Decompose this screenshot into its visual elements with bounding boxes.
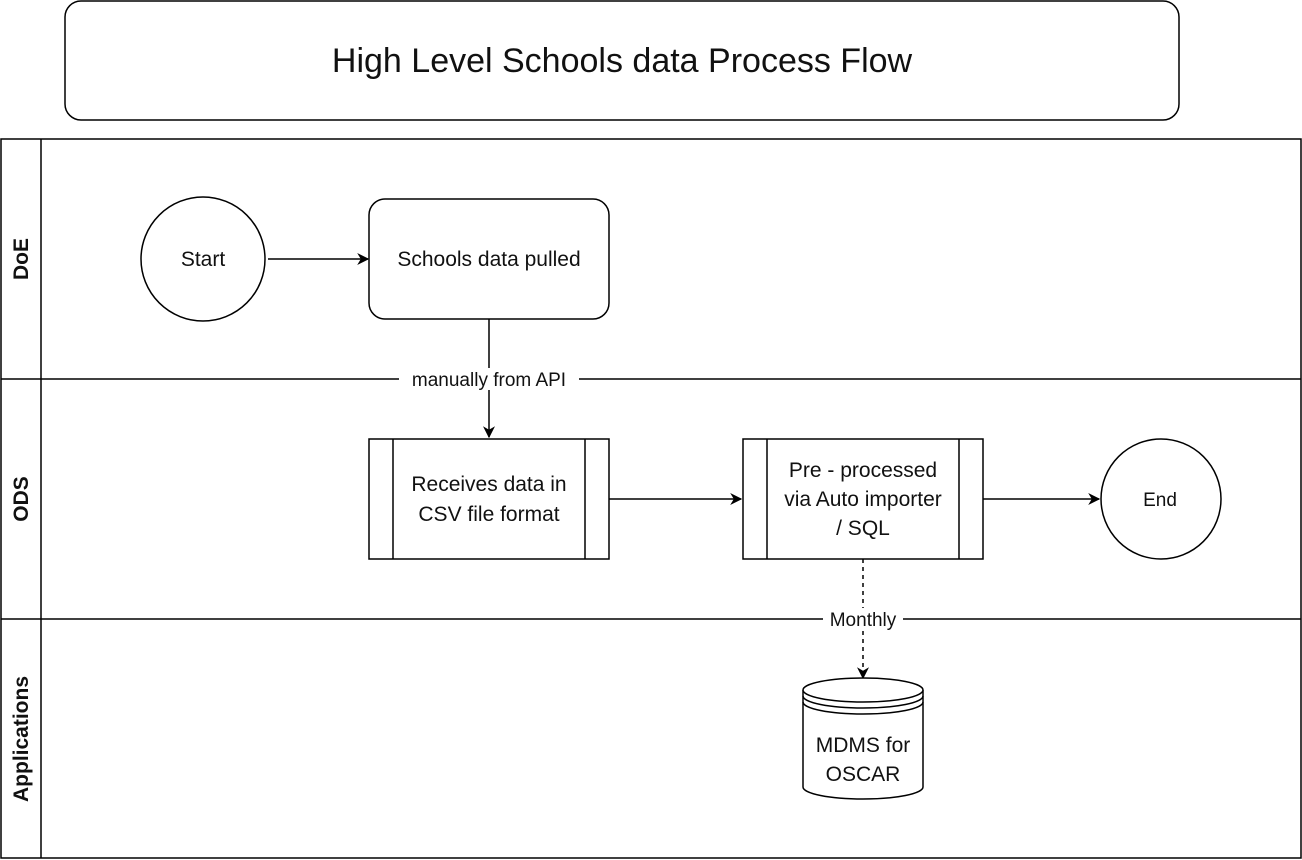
pre-processed-node: Pre - processed via Auto importer / SQL	[742, 438, 984, 560]
svg-text:Pre - processed: Pre - processed	[789, 459, 937, 482]
end-node: End	[1100, 438, 1222, 560]
title-box: High Level Schools data Process Flow	[64, 0, 1180, 121]
svg-text:Schools data pulled: Schools data pulled	[397, 248, 580, 271]
schools-data-pulled-node: Schools data pulled	[368, 198, 610, 320]
mdms-database-node: MDMS for OSCAR	[802, 677, 924, 800]
svg-text:MDMS for: MDMS for	[816, 734, 911, 757]
svg-text:End: End	[1143, 490, 1177, 511]
diagram-title: High Level Schools data Process Flow	[332, 42, 913, 80]
lane-label-doe: DoE	[10, 238, 33, 280]
svg-text:/ SQL: / SQL	[836, 517, 890, 540]
svg-text:manually from API: manually from API	[412, 370, 566, 391]
edge-label-monthly: Monthly	[823, 608, 903, 631]
svg-text:Start: Start	[181, 248, 226, 271]
start-node: Start	[140, 196, 266, 322]
lane-label-ods: ODS	[10, 476, 33, 522]
svg-text:CSV file format: CSV file format	[418, 503, 559, 526]
lane-label-applications: Applications	[10, 676, 33, 802]
svg-text:Monthly: Monthly	[830, 610, 897, 631]
svg-text:OSCAR: OSCAR	[826, 763, 901, 786]
svg-text:Receives data in: Receives data in	[411, 473, 566, 496]
receives-data-node: Receives data in CSV file format	[368, 438, 610, 560]
svg-text:via Auto importer: via Auto importer	[784, 488, 942, 511]
edge-label-manually-from-api: manually from API	[399, 368, 579, 391]
